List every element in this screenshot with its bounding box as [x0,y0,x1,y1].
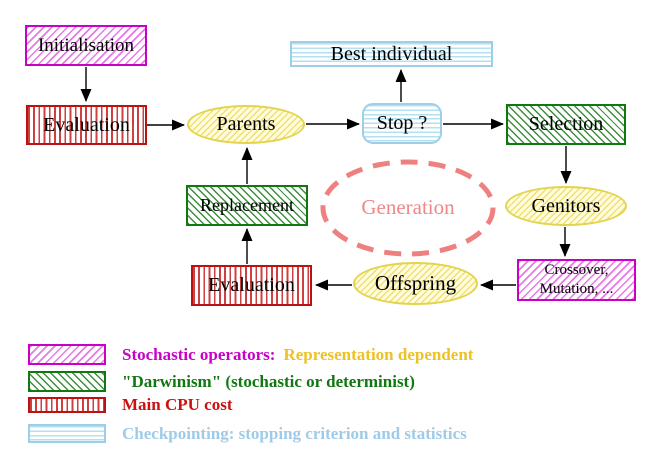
legend-label-representation-dependent: Representation dependent [283,344,474,364]
legend-row-checkpointing: Checkpointing: stopping criterion and st… [28,424,467,443]
node-initialisation: Initialisation [25,25,147,66]
legend-row-stochastic-operators: Stochastic operators: Representation dep… [28,344,473,365]
node-crossover-mutation: Crossover, Mutation, ... [517,259,636,301]
legend-label-stochastic-operators: Stochastic operators: [122,344,276,364]
legend-label-darwinism: "Darwinism" (stochastic or determinist) [122,371,415,391]
node-stop: Stop ? [362,103,442,144]
legend-row-darwinism: "Darwinism" (stochastic or determinist) [28,371,415,392]
legend-swatch-main-cpu-cost [28,397,106,413]
legend-swatch-stochastic-operators [28,344,106,365]
crossover-mutation-label: Crossover, Mutation, ... [539,262,614,297]
node-parents: Parents [187,105,305,144]
legend-row-main-cpu-cost: Main CPU cost [28,395,233,414]
generation-label: Generation [361,195,455,219]
generation-dashed-ellipse [320,159,496,257]
node-evaluation-top: Evaluation [26,105,147,145]
node-selection: Selection [506,104,626,145]
legend-swatch-checkpointing [28,424,106,443]
legend-label-main-cpu-cost: Main CPU cost [122,395,233,414]
node-best-individual: Best individual [290,41,493,67]
node-evaluation-bottom: Evaluation [191,265,312,306]
node-genitors: Genitors [505,186,627,226]
legend-swatch-darwinism [28,371,106,392]
node-offspring: Offspring [353,262,478,305]
node-replacement: Replacement [186,185,308,226]
legend-label-checkpointing: Checkpointing: stopping criterion and st… [122,423,467,443]
